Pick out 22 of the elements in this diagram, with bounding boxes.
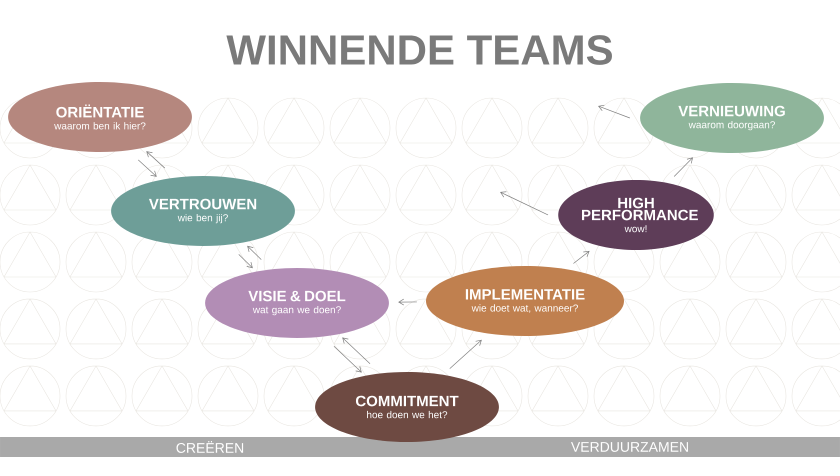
arrow	[573, 250, 590, 264]
arrow	[598, 104, 630, 118]
ellipse-node: VERNIEUWING waarom doorgaan?	[640, 83, 824, 153]
ellipse-node: IMPLEMENTATIE wie doet wat, wanneer?	[426, 266, 624, 336]
arrow	[674, 157, 694, 177]
arrow	[500, 191, 548, 216]
arrow	[238, 254, 253, 268]
arrow	[342, 337, 370, 364]
arrow	[146, 151, 166, 168]
ellipse-node: VERTROUWEN wie ben jij?	[111, 176, 295, 246]
ellipse-node: VISIE & DOEL wat gaan we doen?	[205, 268, 389, 338]
arrow	[449, 340, 482, 369]
band-label: CREËREN	[176, 441, 244, 453]
band-label: VERDUURZAMEN	[570, 442, 688, 452]
arrow	[138, 160, 157, 177]
ellipse-node: COMMITMENT hoe doen we het?	[315, 372, 499, 442]
arrow	[398, 298, 418, 306]
title: WINNENDE TEAMS	[226, 35, 612, 65]
ellipse-node: ORIËNTATIE waarom ben ik hier?	[8, 82, 192, 152]
ellipse-node: HIGH PERFORMANCE wow!	[558, 180, 714, 250]
arrow	[247, 246, 262, 260]
arrow	[334, 346, 362, 373]
